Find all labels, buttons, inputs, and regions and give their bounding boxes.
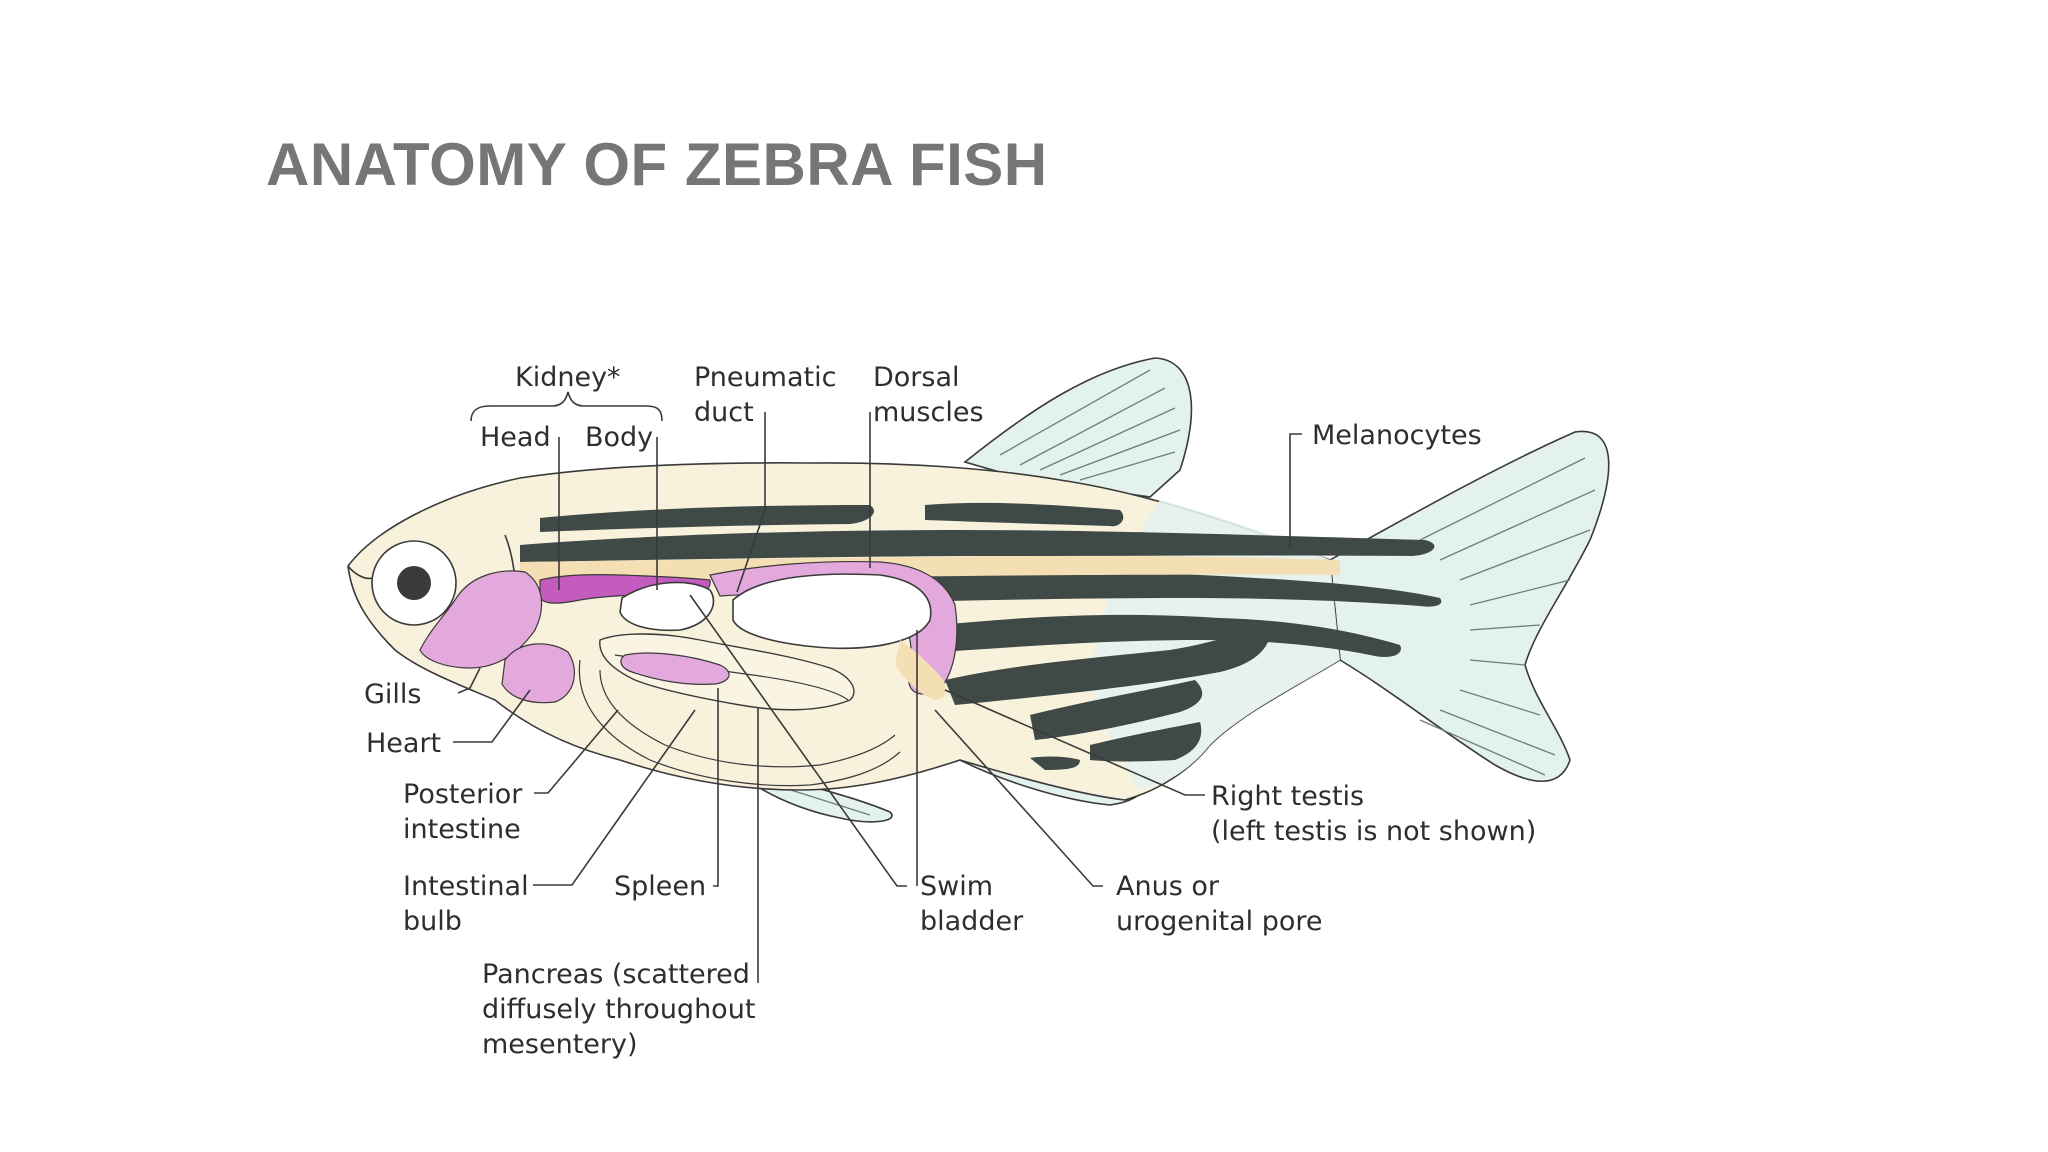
label-kidney-body: Body: [585, 422, 653, 453]
leader-melanocytes: [1289, 433, 1302, 548]
label-intestinal-bulb-2: bulb: [403, 906, 462, 937]
label-pancreas-2: diffusely throughout: [482, 994, 755, 1025]
label-posterior-intestine-1: Posterior: [403, 779, 523, 810]
leader-pneumatic-duct: [736, 412, 766, 593]
leader-gills: [457, 667, 481, 694]
label-intestinal-bulb-1: Intestinal: [403, 871, 529, 902]
diagram-labels: Kidney* Head Body Pneumatic duct Dorsal …: [364, 362, 1536, 1060]
leader-heart: [453, 689, 531, 743]
label-swim-bladder-2: bladder: [920, 906, 1024, 937]
label-dorsal-muscles-2: muscles: [873, 397, 984, 428]
label-melanocytes: Melanocytes: [1312, 420, 1482, 451]
label-posterior-intestine-2: intestine: [403, 814, 521, 845]
leader-right-testis: [944, 689, 1205, 796]
label-pancreas-1: Pancreas (scattered: [482, 959, 750, 990]
eye: [371, 540, 457, 626]
kidney-brace: [470, 391, 663, 422]
heart-organ: [501, 643, 576, 704]
leader-swim-bladder-1: [689, 594, 907, 887]
label-spleen: Spleen: [614, 871, 706, 902]
label-anus-1: Anus or: [1116, 871, 1220, 902]
label-swim-bladder-1: Swim: [920, 871, 993, 902]
label-gills: Gills: [364, 679, 422, 710]
dorsal-fin: [963, 357, 1193, 498]
leader-spleen: [713, 688, 719, 887]
page-title: ANATOMY OF ZEBRA FISH: [266, 131, 1048, 198]
melanocyte-stripes: [520, 502, 1442, 770]
label-heart: Heart: [366, 728, 441, 759]
leader-lines: [453, 412, 1302, 983]
label-right-testis-2: (left testis is not shown): [1211, 816, 1536, 847]
swim-bladder: [619, 573, 932, 650]
label-right-testis-1: Right testis: [1211, 781, 1364, 812]
label-pancreas-3: mesentery): [482, 1029, 638, 1060]
leader-intestinal-bulb: [533, 709, 696, 886]
leader-anus: [934, 709, 1103, 887]
spleen-organ: [620, 652, 730, 685]
label-dorsal-muscles-1: Dorsal: [873, 362, 960, 393]
label-anus-2: urogenital pore: [1116, 906, 1323, 937]
label-pneumatic-duct-1: Pneumatic: [694, 362, 836, 393]
label-kidney: Kidney*: [515, 362, 621, 393]
label-pneumatic-duct-2: duct: [694, 397, 754, 428]
leader-posterior-intestine: [534, 709, 619, 794]
label-kidney-head: Head: [480, 422, 551, 453]
testis-organ: [895, 640, 946, 700]
caudal-fin: [1329, 430, 1610, 782]
